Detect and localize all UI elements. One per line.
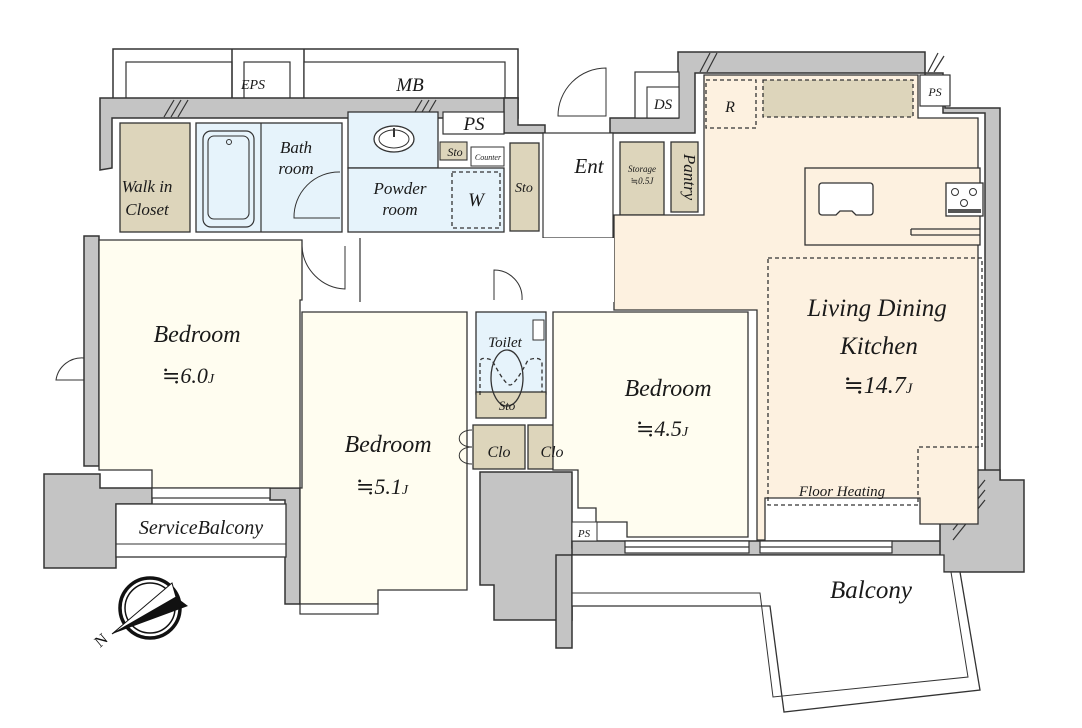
side-door[interactable] bbox=[55, 357, 85, 381]
entry-storage bbox=[509, 142, 540, 232]
entry-storage-label: Sto bbox=[515, 181, 533, 196]
ds-label: DS bbox=[653, 97, 673, 113]
refrigerator-label: R bbox=[724, 99, 735, 116]
service-balcony-label: ServiceBalcony bbox=[139, 517, 263, 539]
bedroom-2-size: ≒5.1J bbox=[356, 474, 409, 499]
powder-room-label-2: room bbox=[382, 200, 417, 219]
bedroom-2 bbox=[299, 311, 468, 605]
bathroom-label-2: room bbox=[278, 159, 313, 178]
bedroom-2-label: Bedroom bbox=[344, 432, 431, 458]
bedroom-1-size: ≒6.0J bbox=[162, 363, 215, 388]
small-storage bbox=[439, 141, 468, 161]
counter-label: Counter bbox=[475, 153, 502, 162]
ps-bottom-label: PS bbox=[577, 528, 591, 540]
washbasin-icon bbox=[373, 125, 415, 153]
pipe-space-kitchen bbox=[919, 74, 951, 107]
kitchen-counter-back bbox=[762, 79, 914, 118]
ps-top-label: PS bbox=[462, 114, 485, 135]
sink-icon bbox=[818, 182, 874, 216]
storage-label: Storage bbox=[628, 164, 656, 174]
entrance bbox=[542, 132, 614, 239]
toilet-storage-label: Sto bbox=[499, 398, 516, 413]
walk-in-closet-label-1: Walk in bbox=[122, 177, 173, 196]
storage-size: ≒0.5J bbox=[631, 176, 655, 186]
entrance-label: Ent bbox=[573, 154, 604, 178]
mb-label: MB bbox=[395, 75, 424, 96]
balcony bbox=[571, 554, 981, 713]
closet-left-label: Clo bbox=[487, 444, 510, 461]
closet-right-label: Clo bbox=[540, 444, 563, 461]
storage-room bbox=[619, 141, 665, 216]
bedroom-3-label: Bedroom bbox=[624, 376, 711, 402]
windows bbox=[151, 487, 893, 615]
bathroom-label-1: Bath bbox=[280, 138, 312, 157]
top-utility-block bbox=[112, 48, 519, 100]
powder-room-label-1: Powder bbox=[373, 179, 427, 198]
ldk-size: ≒14.7J bbox=[844, 373, 914, 399]
bedroom-1-label: Bedroom bbox=[153, 322, 240, 348]
refrigerator-space bbox=[705, 79, 757, 129]
walk-in-closet bbox=[119, 122, 191, 233]
ldk-label-2: Kitchen bbox=[839, 333, 918, 360]
balcony-label: Balcony bbox=[830, 577, 913, 604]
ldk-label-1: Living Dining bbox=[806, 295, 947, 322]
front-door[interactable] bbox=[557, 67, 607, 117]
pipe-space-top bbox=[442, 111, 505, 135]
closet-left-door[interactable] bbox=[458, 429, 473, 465]
washer-label: W bbox=[468, 190, 486, 211]
ps-kitchen-label: PS bbox=[927, 85, 941, 99]
duct-space bbox=[646, 86, 680, 119]
compass-icon: N bbox=[92, 576, 188, 651]
toilet-label: Toilet bbox=[488, 335, 522, 351]
bedroom-1-door[interactable] bbox=[301, 245, 346, 290]
washer-space bbox=[451, 171, 501, 229]
service-balcony bbox=[115, 503, 287, 558]
closet-left bbox=[472, 424, 526, 470]
small-storage-label: Sto bbox=[447, 145, 462, 159]
powder-room bbox=[347, 167, 505, 233]
toilet-bowl-icon bbox=[479, 319, 545, 407]
walk-in-closet-label-2: Closet bbox=[125, 200, 170, 219]
stove-icon bbox=[945, 182, 984, 217]
bedroom-3-size: ≒4.5J bbox=[636, 416, 689, 441]
pantry bbox=[670, 141, 699, 213]
north-label: N bbox=[92, 630, 112, 651]
floor-heating-zone bbox=[767, 257, 983, 506]
eps-label: EPS bbox=[240, 78, 265, 93]
pantry-label: Pantry bbox=[680, 153, 699, 201]
bathtub-icon bbox=[202, 130, 255, 228]
floor-heating-label: Floor Heating bbox=[798, 484, 886, 500]
toilet-door[interactable] bbox=[493, 269, 523, 301]
